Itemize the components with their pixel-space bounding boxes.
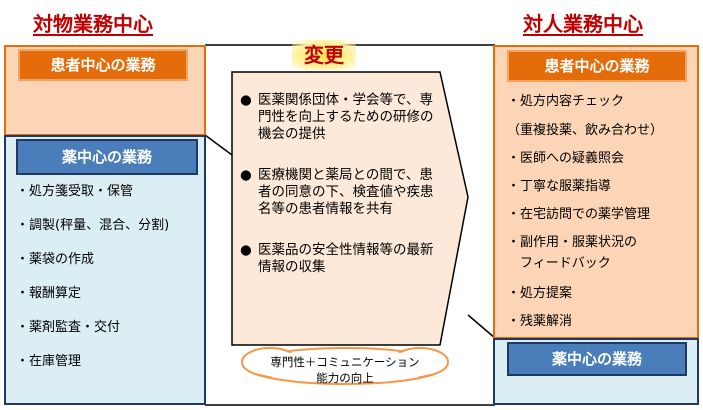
list-item: ・処方内容チェック [507, 94, 625, 109]
bullet-text: 医薬品の安全性情報等の最新情報の収集 [258, 242, 434, 275]
cloud-shape [241, 347, 449, 385]
left-drug-header: 薬中心の業務 [16, 139, 198, 175]
list-item: ・医師への疑義照会 [507, 151, 625, 166]
right-patient-box: 患者中心の業務 ・処方内容チェック （重複投薬、飲み合わせ） ・医師への疑義照会… [493, 45, 699, 339]
bullet-item: ● 医薬品の安全性情報等の最新情報の収集 [240, 242, 450, 276]
right-title: 対人業務中心 [523, 12, 643, 36]
list-item: ・処方提案 [507, 286, 573, 301]
list-item: フィードバック [507, 256, 611, 271]
list-item: ・在庫管理 [16, 354, 82, 369]
change-arrow [231, 71, 469, 346]
list-item: ・調製(秤量、混合、分割) [16, 218, 170, 233]
bullet-icon: ● [240, 92, 252, 108]
bullet-icon: ● [240, 242, 252, 258]
bullet-icon: ● [240, 167, 252, 183]
left-title: 対物業務中心 [33, 12, 153, 36]
bullet-item: ● 医療機関と薬局との間で、患者の同意の下、検査値や疾患名等の患者情報を共有 [240, 167, 450, 218]
left-item-list: ・処方箋受取・保管 ・調製(秤量、混合、分割) ・薬袋の作成 ・報酬算定 ・薬剤… [16, 185, 169, 389]
list-item: ・薬袋の作成 [16, 252, 95, 267]
cloud-line: 能力の向上 [316, 371, 374, 385]
list-item: ・丁寧な服薬指導 [507, 179, 612, 194]
list-item: ・残薬解消 [507, 314, 573, 329]
right-item-list: ・処方内容チェック （重複投薬、飲み合わせ） ・医師への疑義照会 ・丁寧な服薬指… [507, 95, 663, 343]
cloud-text: 専門性＋コミュニケーション 能力の向上 [250, 354, 440, 386]
list-item: ・薬剤監査・交付 [16, 320, 121, 335]
bullet-text: 医療機関と薬局との間で、患者の同意の下、検査値や疾患名等の患者情報を共有 [258, 167, 434, 217]
left-patient-header: 患者中心の業務 [18, 49, 188, 81]
change-bullets: ● 医薬関係団体・学会等で、専門性を向上するための研修の機会の提供 ● 医療機関と薬… [240, 92, 450, 276]
bullet-text: 医薬関係団体・学会等で、専門性を向上するための研修の機会の提供 [258, 92, 434, 142]
bullet-item: ● 医薬関係団体・学会等で、専門性を向上するための研修の機会の提供 [240, 92, 450, 143]
left-patient-box: 患者中心の業務 [4, 45, 206, 136]
list-item: （重複投薬、飲み合わせ） [507, 123, 664, 138]
left-drug-box: 薬中心の業務 ・処方箋受取・保管 ・調製(秤量、混合、分割) ・薬袋の作成 ・報… [4, 135, 206, 405]
list-item: ・在宅訪問での薬学管理 [507, 207, 651, 222]
right-drug-box: 薬中心の業務 [493, 338, 699, 405]
right-drug-header: 薬中心の業務 [507, 342, 687, 376]
change-label: 変更 [292, 40, 356, 70]
list-item: ・処方箋受取・保管 [16, 184, 134, 199]
list-item: ・報酬算定 [16, 286, 82, 301]
list-item: ・副作用・服薬状況の [507, 235, 638, 250]
right-patient-header: 患者中心の業務 [507, 50, 687, 82]
cloud-line: 専門性＋コミュニケーション [270, 355, 420, 369]
